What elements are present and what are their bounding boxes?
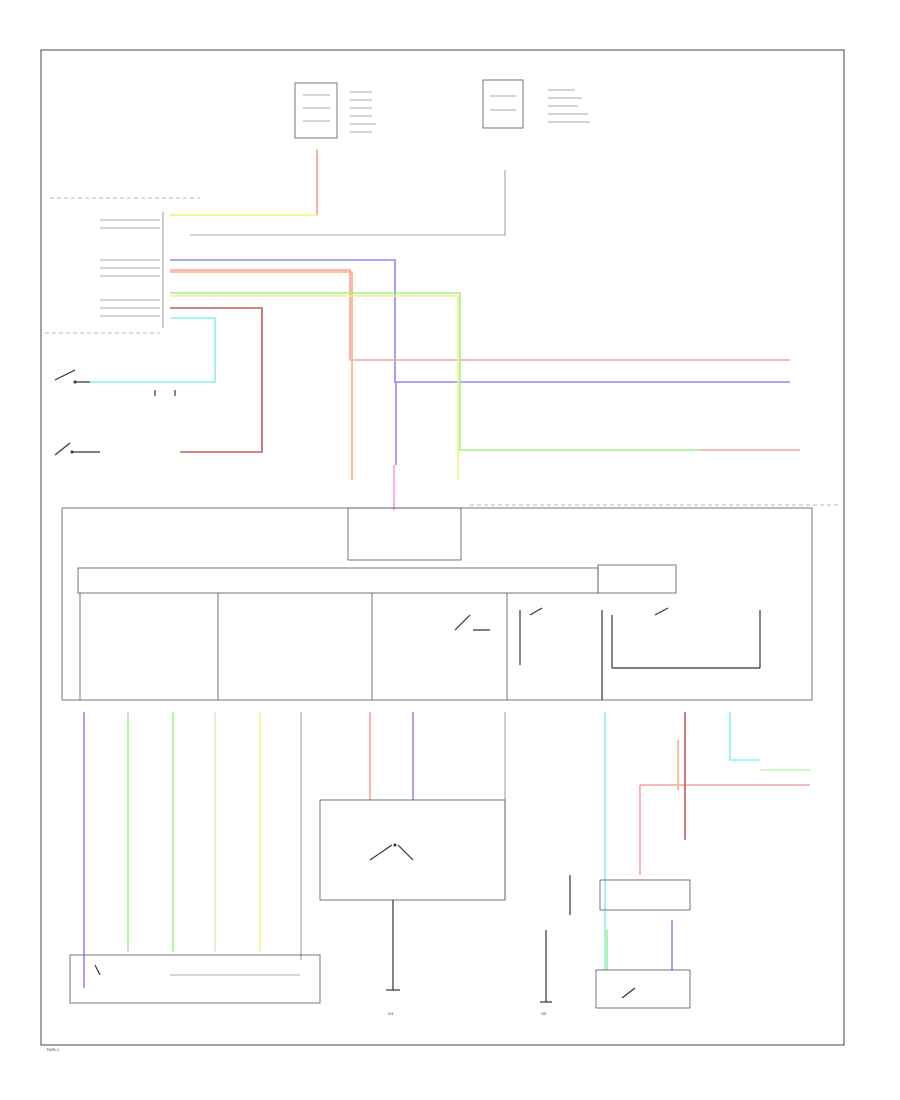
wire-fuse-right-feed	[190, 170, 506, 236]
connector-pin-list	[100, 212, 164, 328]
door-lock-switch	[319, 712, 506, 991]
body-control-module	[61, 507, 813, 701]
ground-label-center: G4	[388, 1011, 394, 1016]
door-lock-actuator-right	[595, 969, 691, 1009]
fuse-box-left	[294, 82, 376, 139]
switch-left-door	[54, 442, 100, 456]
wire-blue-main	[170, 259, 790, 383]
diagram-frame	[40, 49, 845, 1046]
relay-right-lower	[540, 875, 691, 1003]
relay-right	[611, 607, 761, 669]
wire-cyan-right-2	[729, 712, 760, 761]
switch-driver-door	[54, 369, 176, 396]
wire-yellow-main	[170, 295, 459, 480]
ground-label-right: G5	[541, 1011, 547, 1016]
wire-dark-red	[170, 307, 263, 453]
relay-left	[519, 607, 603, 700]
wire-yellow-top	[170, 148, 318, 216]
relay-lock	[454, 614, 490, 631]
footer-label: TMIS-1	[46, 1047, 60, 1052]
door-lock-actuator-left	[69, 954, 321, 1004]
wire-orange	[170, 271, 353, 480]
wire-red-main	[170, 269, 790, 361]
fuse-box-right	[482, 79, 590, 129]
wire-green-main	[170, 292, 700, 451]
wire-cyan-left	[80, 317, 216, 383]
